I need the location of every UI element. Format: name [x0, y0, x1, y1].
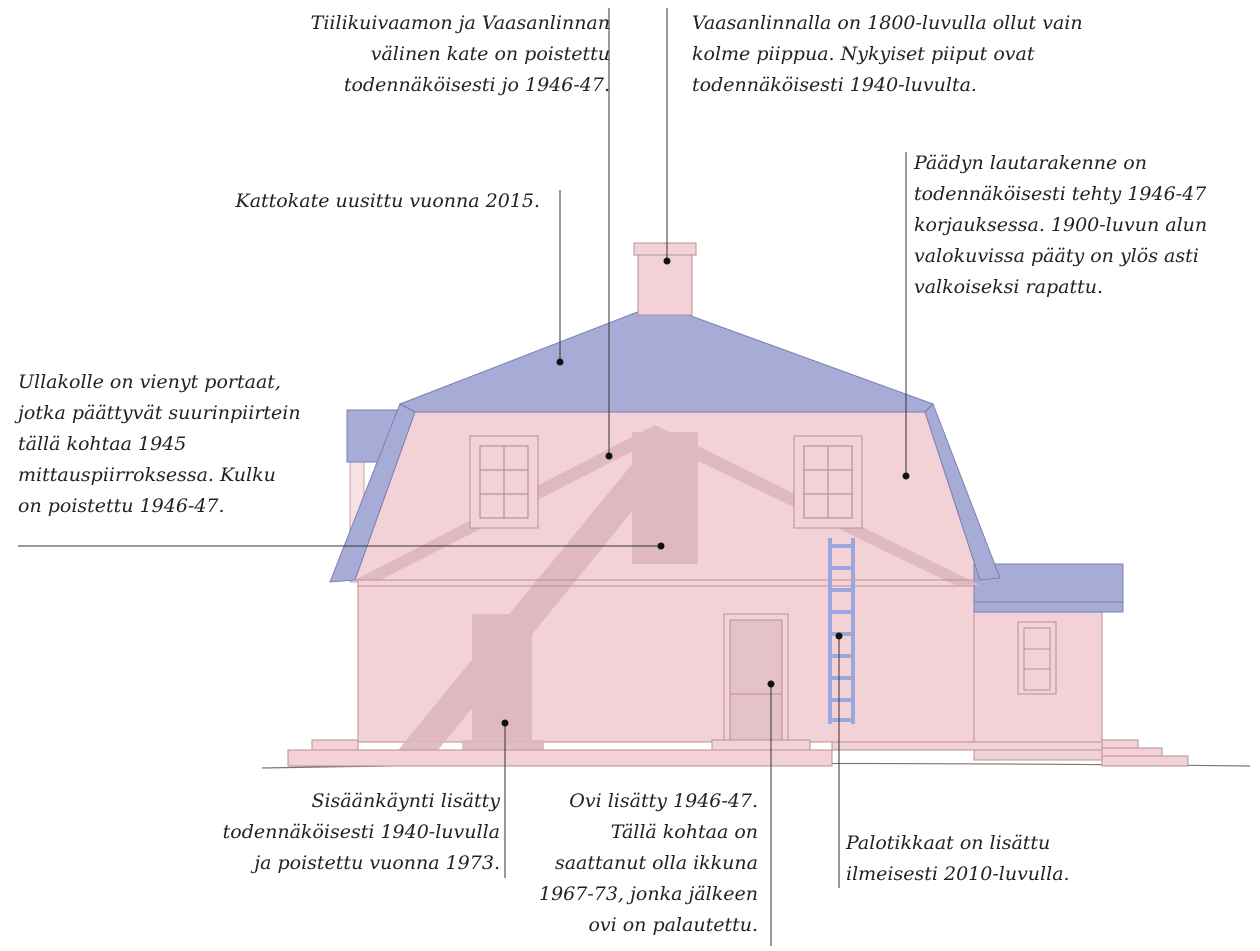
plinth-and-steps: [287, 739, 1189, 767]
ghost-entrance: [472, 614, 532, 740]
annotation-entrance: Sisäänkäynti lisätty todennäköisesti 194…: [222, 790, 500, 874]
annex-roof: [973, 563, 1124, 613]
annotation-gable-boards: Päädyn lautarakenne on todennäköisesti t…: [914, 152, 1208, 298]
annotation-door: Ovi lisätty 1946-47. Tällä kohtaa on saa…: [538, 790, 758, 936]
leader-lines: [18, 8, 907, 946]
chimney-cap: [633, 242, 697, 256]
right-annex: [973, 563, 1124, 761]
chimney-stack: [637, 254, 693, 316]
ghost-chimney-stack: [632, 432, 698, 564]
upper-window-right: [793, 435, 863, 529]
annotation-chimneys: Vaasanlinnalla on 1800-luvulla ollut vai…: [692, 12, 1083, 96]
ghost-stair-diagonal: [390, 430, 690, 760]
roof: [329, 303, 1001, 587]
annotation-ladder: Palotikkaat on lisättu ilmeisesti 2010-l…: [846, 832, 1070, 885]
roof-top: [398, 303, 934, 413]
door: [723, 613, 789, 741]
chimney: [633, 242, 697, 316]
leader-dots: [501, 257, 910, 727]
upper-window-left: [469, 435, 539, 529]
annotation-attic-stairs: Ullakolle on vienyt portaat, jotka päätt…: [18, 371, 301, 517]
annotation-roof-covering: Kattokate uusittu vuonna 2015.: [235, 190, 540, 212]
annex-window: [1017, 621, 1057, 695]
annotation-roof-between: Tiilikuivaamon ja Vaasanlinnan välinen k…: [310, 12, 610, 96]
